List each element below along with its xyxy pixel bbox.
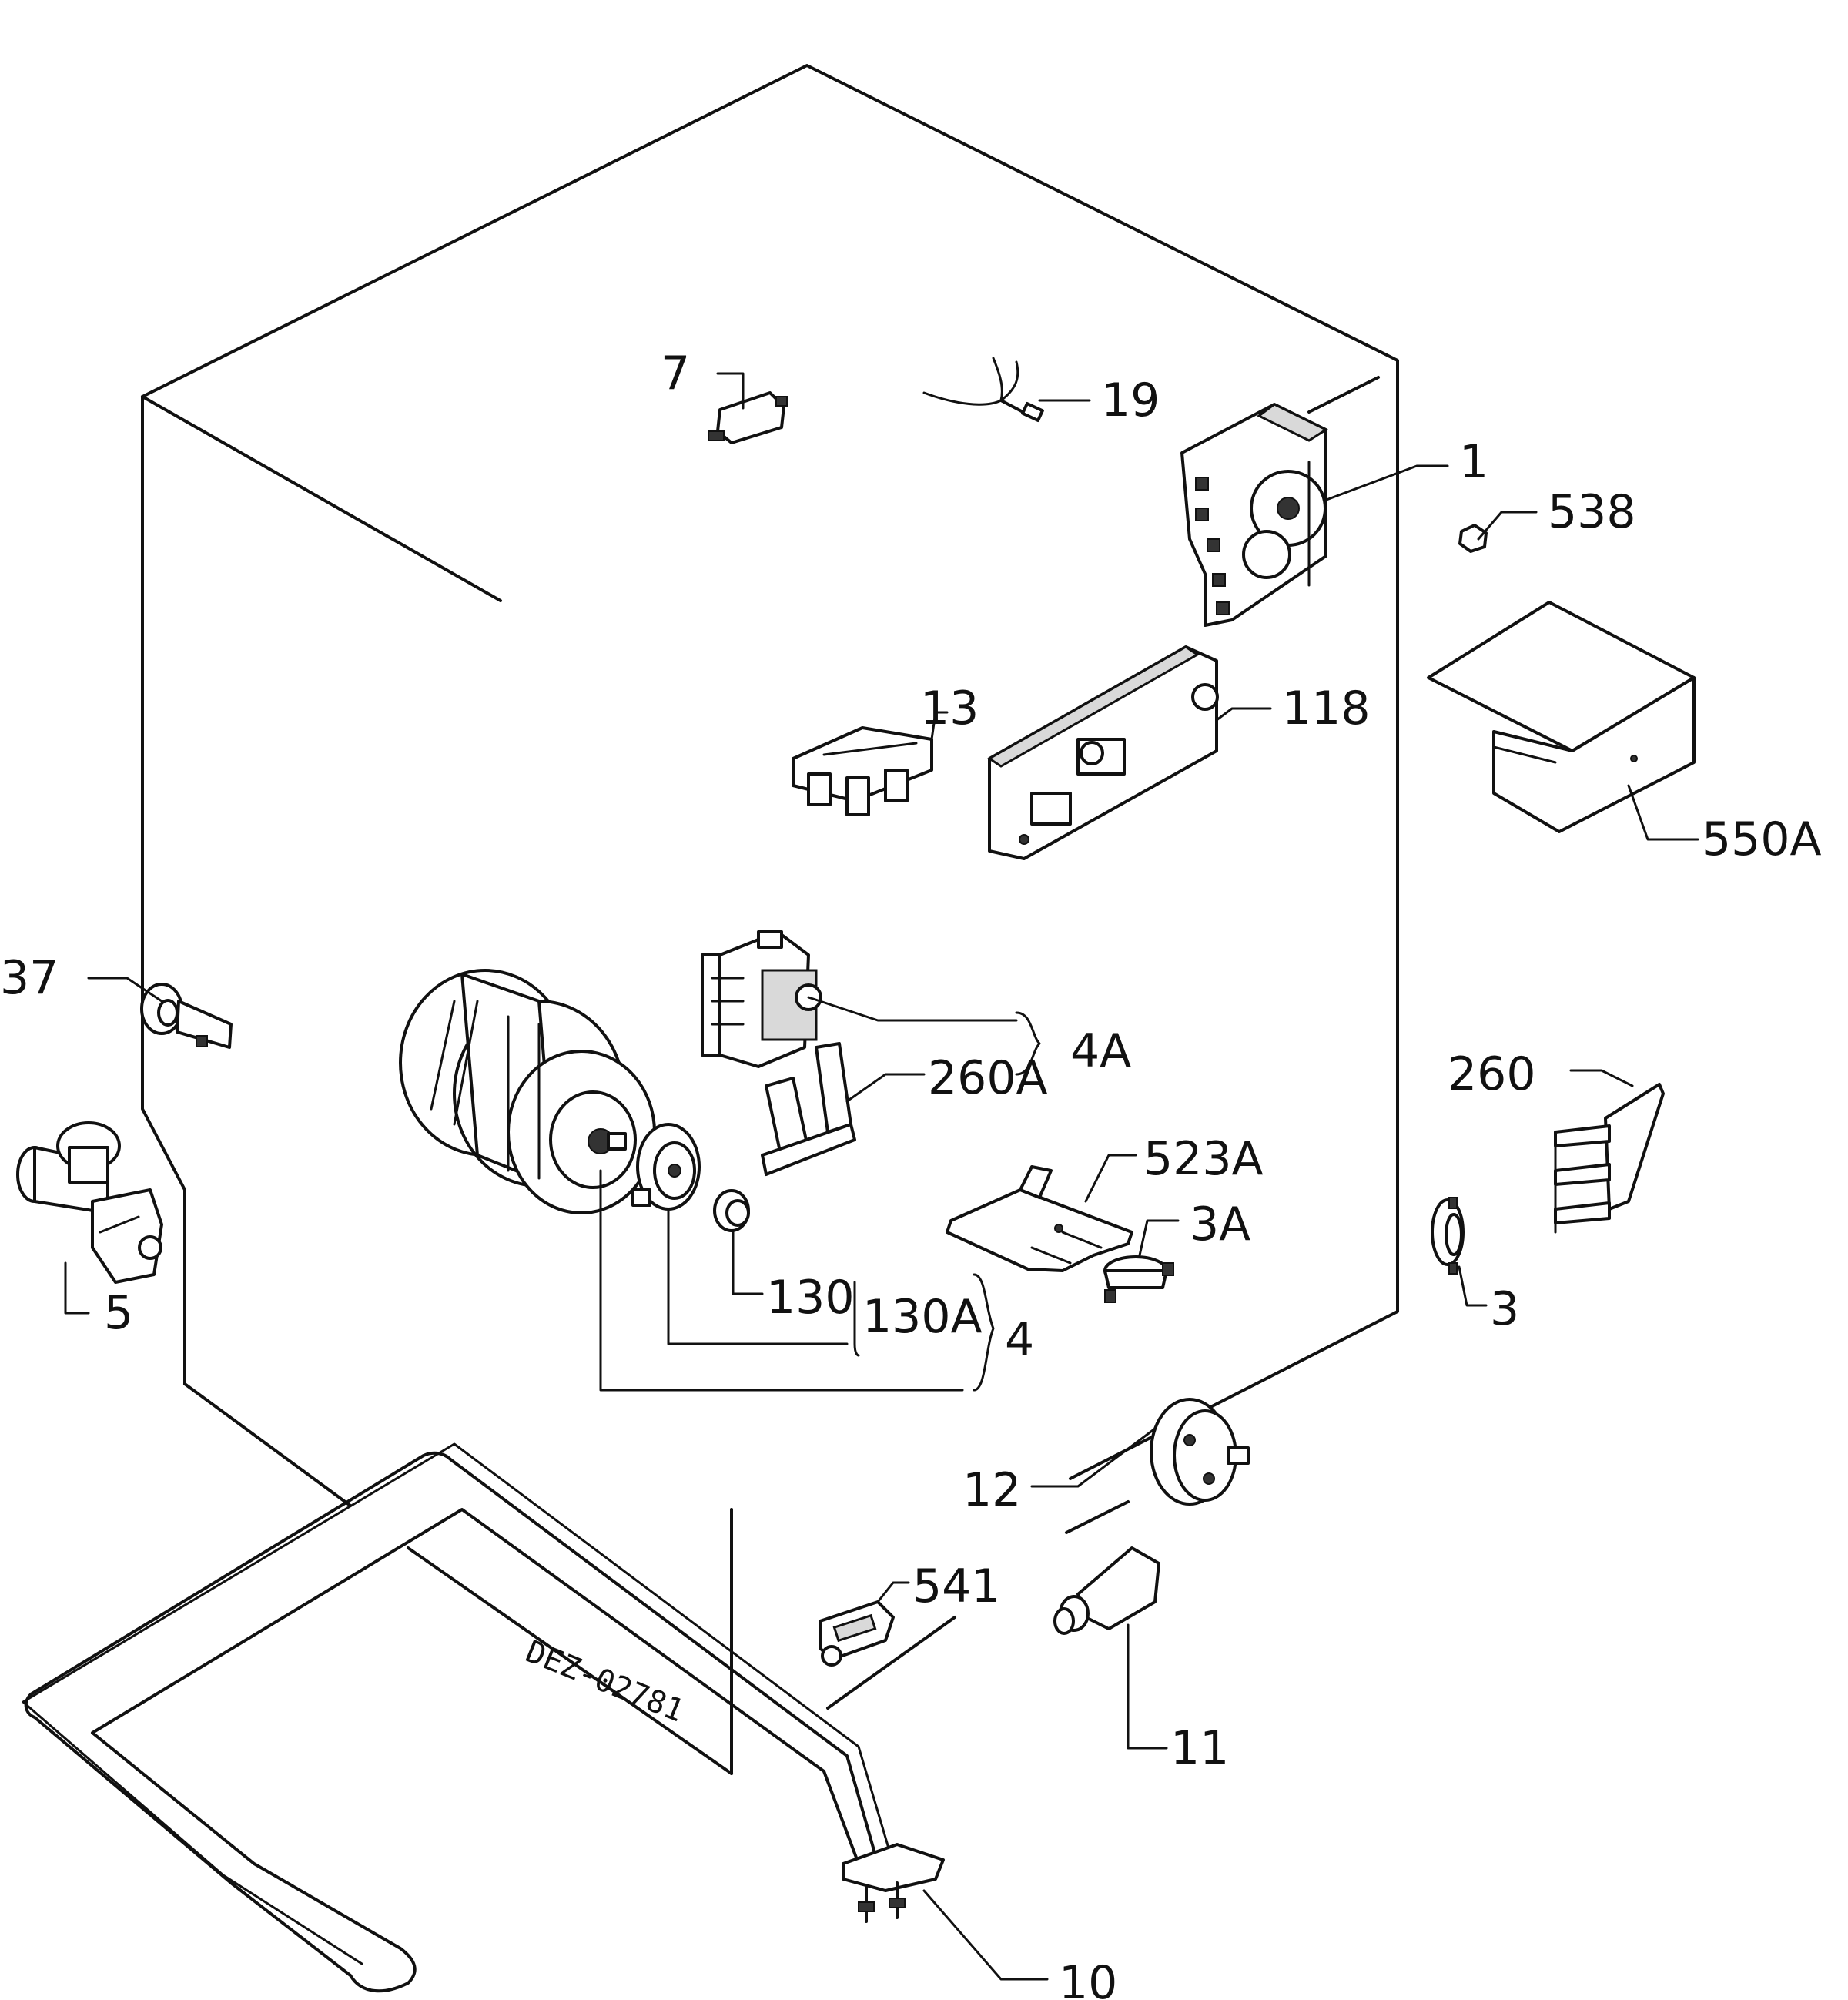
label-part-1: 1	[1459, 435, 1488, 489]
part-7-switch	[708, 391, 788, 444]
part-11-sensor	[1053, 1546, 1160, 1635]
label-part-3A: 3A	[1190, 1198, 1250, 1251]
part-538-nut	[1458, 524, 1488, 553]
part-260-bracket	[1554, 1083, 1665, 1234]
part-130A-hub	[631, 1123, 701, 1211]
label-part-538: 538	[1548, 485, 1636, 539]
part-118-control-board	[987, 645, 1219, 860]
part-550A-cover	[1427, 601, 1696, 833]
part-3-thermostat	[1431, 1197, 1465, 1275]
label-part-3: 3	[1490, 1282, 1519, 1336]
part-1-programmer	[1180, 403, 1329, 627]
label-part-541: 541	[912, 1559, 1001, 1613]
part-5-inlet-valve	[16, 1121, 163, 1284]
drawing-code: DEZ-02781	[521, 1634, 688, 1730]
label-part-260: 260	[1448, 1047, 1536, 1101]
leader-lines	[64, 372, 1699, 1981]
label-part-4A: 4A	[1070, 1024, 1131, 1078]
label-part-130A: 130A	[862, 1290, 983, 1344]
label-part-13: 13	[920, 682, 979, 735]
label-part-10: 10	[1059, 1956, 1117, 2000]
label-part-260A: 260A	[928, 1051, 1048, 1105]
part-523A-plate	[946, 1165, 1133, 1272]
part-4-main-motor	[399, 969, 656, 1214]
label-part-118: 118	[1282, 682, 1371, 735]
label-part-11: 11	[1170, 1721, 1229, 1775]
part-3A-thermostat	[1103, 1255, 1174, 1303]
label-part-5: 5	[104, 1286, 133, 1340]
part-260A-bracket	[761, 1042, 856, 1176]
part-labels: 7 19 1 538 13 118 550A 37 4A 260 260A 52…	[0, 347, 1822, 2000]
label-part-7: 7	[661, 347, 690, 400]
label-part-130: 130	[766, 1271, 855, 1325]
part-12-pressure-switch	[1150, 1398, 1250, 1506]
part-541-connector	[819, 1600, 895, 1667]
label-part-550A: 550A	[1702, 812, 1822, 866]
part-130-bushing	[713, 1189, 750, 1232]
part-13-switch-block	[792, 726, 933, 816]
label-part-12: 12	[962, 1463, 1021, 1517]
label-part-37: 37	[0, 951, 59, 1005]
label-part-19: 19	[1101, 374, 1160, 427]
cabinet-outline	[141, 64, 1399, 1775]
part-10-heating-element	[22, 1442, 945, 1993]
label-part-4: 4	[1005, 1313, 1034, 1367]
part-37-micro-switch	[140, 983, 233, 1049]
label-part-523A: 523A	[1143, 1132, 1264, 1186]
part-19-wire	[922, 357, 1044, 422]
part-4A-pump-motor	[701, 930, 822, 1068]
